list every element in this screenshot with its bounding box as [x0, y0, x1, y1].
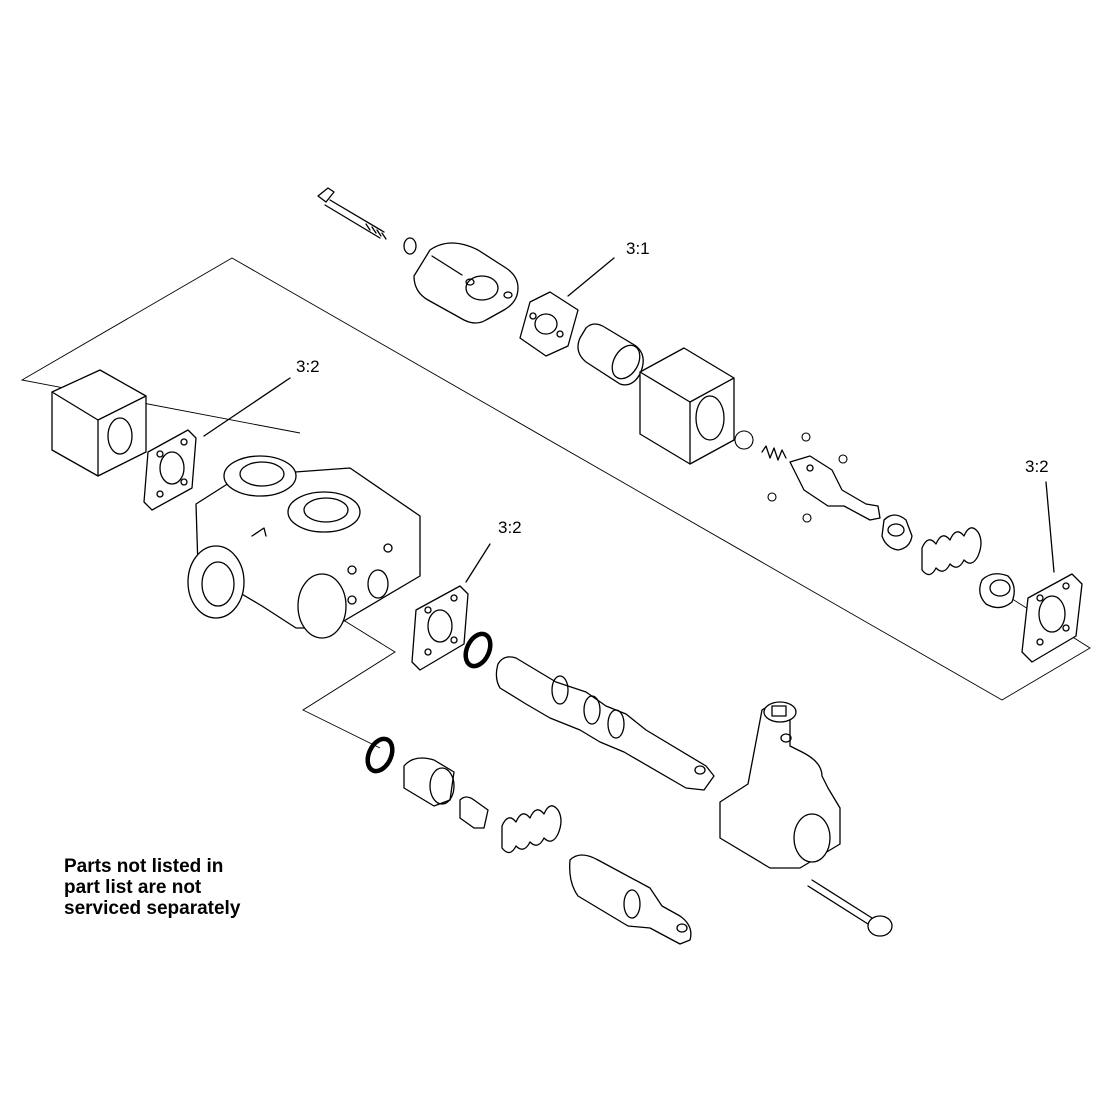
- o-ring-lower: [365, 736, 395, 774]
- pilot-spool: [789, 455, 881, 521]
- spring-cup: [979, 573, 1015, 609]
- main-spring: [921, 527, 982, 576]
- service-note-line: serviced separately: [64, 898, 241, 919]
- sleeve: [577, 323, 644, 386]
- lever-housing: [719, 701, 841, 869]
- relief-seat: [403, 757, 455, 807]
- o-ring-upper: [463, 631, 493, 669]
- main-spool: [495, 656, 715, 791]
- callout-label: 3:2: [498, 518, 522, 537]
- gasket-right: [1021, 573, 1083, 663]
- seat-bushing: [881, 514, 913, 551]
- spool-balls: [767, 432, 848, 523]
- relief-poppet: [459, 796, 489, 829]
- relief-spring: [501, 805, 562, 854]
- coil-housing: [413, 242, 519, 324]
- left-square-block: [51, 369, 147, 477]
- relief-cartridge: [569, 854, 692, 945]
- check-ball: [734, 430, 754, 450]
- snap-ring-top: [403, 237, 417, 255]
- cap-screw-bottom: [807, 879, 893, 937]
- gasket-top: [519, 291, 579, 357]
- cap-screw-top: [317, 187, 387, 240]
- callout-leaders: [203, 257, 1055, 583]
- callout-label: 3:2: [1025, 457, 1049, 476]
- callout-label: 3:2: [296, 357, 320, 376]
- callout-label: 3:1: [626, 239, 650, 258]
- service-note-line: part list are not: [64, 877, 202, 898]
- small-spring: [761, 445, 787, 461]
- service-note-line: Parts not listed in: [64, 856, 224, 877]
- valve-body: [187, 455, 421, 639]
- service-note: Parts not listed in part list are not se…: [64, 856, 324, 919]
- gasket-left: [143, 429, 197, 511]
- square-coil-block: [639, 347, 735, 465]
- gasket-middle: [411, 585, 469, 671]
